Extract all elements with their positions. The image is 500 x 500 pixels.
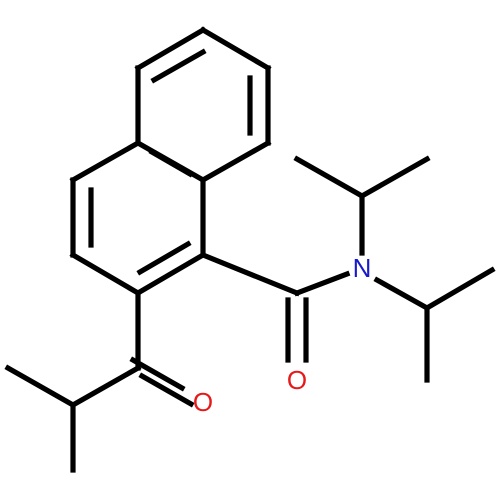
bond-ring2-lower-right bbox=[134, 251, 207, 297]
ketone-oxygen-atom-label: O bbox=[193, 387, 213, 417]
bond-lower-ch-to-methyl-a bbox=[423, 266, 496, 312]
bond-ring-inner-top bbox=[150, 48, 207, 84]
bond-upper-ch-to-methyl-b bbox=[358, 155, 431, 200]
atom-labels: N O O bbox=[193, 253, 372, 417]
bond-ring-to-carbonyl bbox=[199, 251, 301, 297]
nitrogen-atom-label: N bbox=[353, 253, 372, 283]
bond-upper-ch-to-methyl-a bbox=[293, 155, 366, 200]
bond-ring2-inner-right bbox=[136, 240, 192, 276]
bonds bbox=[4, 26, 496, 473]
bond-ketone-to-ch bbox=[69, 364, 142, 409]
bond-ch-to-methyl-a bbox=[4, 364, 77, 409]
bond-ring-top-left bbox=[134, 26, 207, 72]
bond-ring-lower-right bbox=[199, 139, 272, 184]
bond-ring2-upper-left bbox=[69, 139, 142, 184]
bond-ring-inner-fusion bbox=[148, 148, 194, 178]
bond-n-to-lower-ch bbox=[373, 276, 431, 312]
bond-carbonyl-to-n bbox=[293, 270, 351, 297]
amide-oxygen-atom-label: O bbox=[287, 365, 307, 395]
bond-ketone-c-o-2 bbox=[138, 372, 195, 408]
bond-ring2-lower-left bbox=[69, 251, 142, 297]
bond-ring-top-right bbox=[199, 26, 272, 72]
bond-ketone-c-o-1 bbox=[129, 356, 186, 392]
